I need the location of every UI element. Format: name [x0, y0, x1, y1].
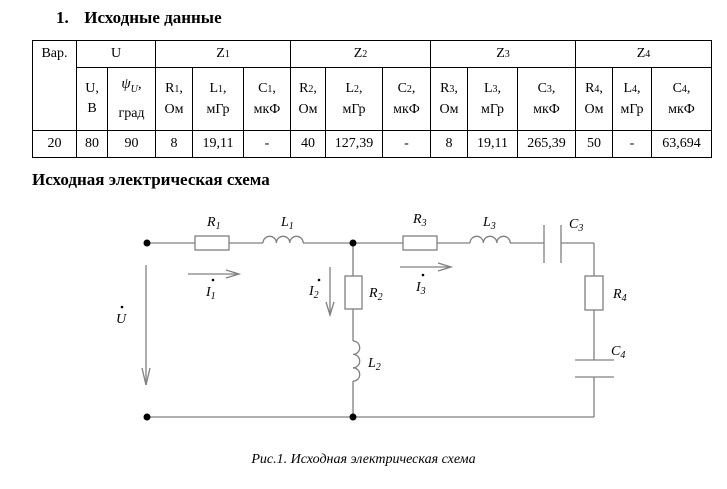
- cell-l2: 127,39: [325, 130, 383, 158]
- node-junction-bottom: [349, 413, 357, 421]
- inductor-l3: [469, 235, 511, 244]
- col-header-r1: R1,Ом: [155, 67, 193, 131]
- label-c4: C4: [611, 344, 625, 361]
- label-i1: I1: [205, 285, 216, 302]
- figure-caption: Рис.1. Исходная электрическая схема: [251, 452, 476, 467]
- col-header-l1: L1,мГр: [192, 67, 244, 131]
- col-header-r4: R4,Ом: [575, 67, 613, 131]
- header-group-z3: Z3: [430, 40, 576, 68]
- header-row-columns: U,В ψU,град R1,Ом L1,мГр C1,мкФ R2,Ом L2…: [33, 67, 712, 131]
- col-header-l2: L2,мГр: [325, 67, 383, 131]
- resistor-r3: [402, 235, 438, 251]
- col-header-c3: C3,мкФ: [517, 67, 576, 131]
- cell-l3: 19,11: [467, 130, 518, 158]
- cell-r2: 40: [290, 130, 326, 158]
- header-group-u: U: [76, 40, 156, 68]
- cell-l4: -: [612, 130, 652, 158]
- cell-u: 80: [76, 130, 108, 158]
- cell-c4: 63,694: [651, 130, 712, 158]
- node-terminal-bottom: [143, 413, 151, 421]
- col-header-u: U,В: [76, 67, 108, 131]
- phasor-dot-u: [120, 305, 124, 309]
- section-title: Исходные данные: [84, 8, 222, 27]
- header-row-groups: Вар. U Z1 Z2 Z3 Z4: [32, 40, 712, 131]
- current-arrow-i2: [325, 267, 335, 318]
- phasor-dot-i3: [421, 273, 425, 277]
- section-heading: 1. Исходные данные: [56, 8, 222, 28]
- node-junction-top: [349, 239, 357, 247]
- label-r3: R3: [412, 212, 427, 229]
- label-r4: R4: [612, 287, 627, 304]
- col-header-c1: C1,мкФ: [243, 67, 291, 131]
- cell-l1: 19,11: [192, 130, 244, 158]
- header-group-z4: Z4: [575, 40, 712, 68]
- phasor-dot-i1: [211, 278, 215, 282]
- label-l1: L1: [280, 215, 294, 232]
- col-header-r2: R2,Ом: [290, 67, 326, 131]
- current-arrow-i3: [400, 262, 454, 272]
- cell-r3: 8: [430, 130, 468, 158]
- header-group-z2: Z2: [290, 40, 431, 68]
- col-header-c4: C4,мкФ: [651, 67, 712, 131]
- phasor-dot-i2: [317, 278, 321, 282]
- col-header-psi-u: ψU,град: [107, 67, 156, 131]
- node-terminal-top: [143, 239, 151, 247]
- label-l2: L2: [367, 356, 381, 373]
- source-data-table: Вар. U Z1 Z2 Z3 Z4 U,В ψU,град R1,Ом L1,…: [32, 40, 712, 158]
- label-r2: R2: [368, 286, 383, 303]
- resistor-r2: [344, 275, 363, 310]
- label-u: U: [116, 312, 127, 327]
- label-i2: I2: [308, 284, 319, 301]
- inductor-l2: [352, 340, 361, 382]
- header-variant: Вар.: [32, 40, 77, 131]
- inductor-l1: [262, 235, 304, 244]
- col-header-c2: C2,мкФ: [382, 67, 431, 131]
- cell-r4: 50: [575, 130, 613, 158]
- label-l3: L3: [482, 215, 496, 232]
- cell-c1: -: [243, 130, 291, 158]
- col-header-l3: L3,мГр: [467, 67, 518, 131]
- cell-psi-u: 90: [107, 130, 156, 158]
- resistor-r1: [194, 235, 230, 251]
- cell-c3: 265,39: [517, 130, 576, 158]
- current-arrow-i1: [188, 269, 242, 279]
- section-number: 1.: [56, 8, 69, 27]
- label-i3: I3: [415, 280, 426, 297]
- header-group-z1: Z1: [155, 40, 291, 68]
- circuit-diagram: R1 L1 R3 L3 C3 R4 C4 R2 L2 I1 I2 I3 U: [116, 212, 627, 421]
- label-r1: R1: [206, 215, 221, 232]
- resistor-r4: [584, 275, 604, 311]
- label-c3: C3: [569, 217, 583, 234]
- cell-c2: -: [382, 130, 431, 158]
- voltage-arrow-u: [141, 265, 151, 386]
- cell-variant: 20: [32, 130, 77, 158]
- col-header-r3: R3,Ом: [430, 67, 468, 131]
- col-header-l4: L4,мГр: [612, 67, 652, 131]
- table-row: 20 80 90 8 19,11 - 40 127,39 - 8 19,11 2…: [32, 130, 712, 158]
- schema-title: Исходная электрическая схема: [32, 170, 270, 189]
- cell-r1: 8: [155, 130, 193, 158]
